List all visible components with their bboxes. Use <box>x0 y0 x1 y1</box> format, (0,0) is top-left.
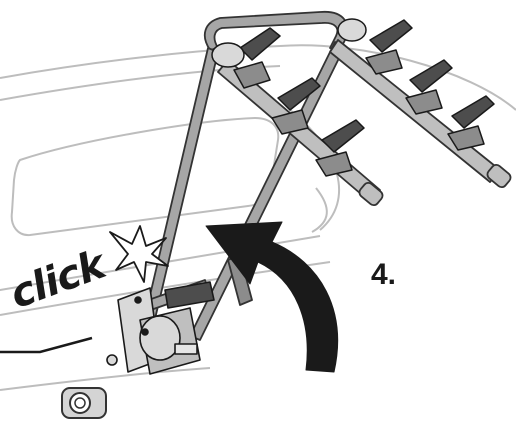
trunk-lock <box>61 387 107 419</box>
rack-frame <box>119 11 349 341</box>
car-outline <box>0 44 516 391</box>
curved-arrow-icon <box>205 221 338 373</box>
bike-cradles <box>233 19 495 177</box>
bottom-clamp <box>106 281 215 375</box>
step-number: 4. <box>371 258 397 291</box>
click-burst-icon <box>109 225 169 283</box>
hinge-knobs <box>211 18 367 68</box>
pointer-line <box>0 336 93 354</box>
